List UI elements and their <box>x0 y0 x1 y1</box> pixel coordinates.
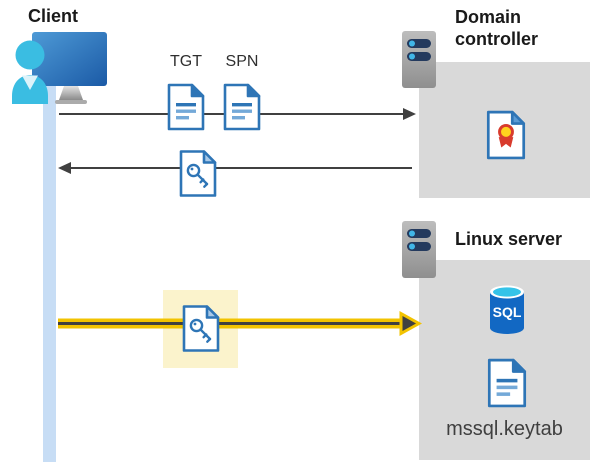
return-arrow-head <box>58 162 71 174</box>
client-lifeline <box>43 86 56 462</box>
forward-key-document-icon <box>182 305 220 352</box>
request-arrow-head <box>403 108 416 120</box>
domain-controller-server-icon <box>402 31 436 88</box>
tgt-document-icon <box>167 83 205 131</box>
keytab-label: mssql.keytab <box>446 418 563 440</box>
spn-label: SPN <box>225 53 259 70</box>
certificate-document-icon <box>486 110 526 160</box>
sql-database-icon: SQL <box>490 285 524 334</box>
key-document-icon <box>179 150 217 197</box>
sql-text: SQL <box>493 304 522 320</box>
return-arrow-line <box>71 167 412 169</box>
domain-controller-label: Domain controller <box>455 7 539 49</box>
auth-arrow <box>58 310 422 337</box>
tgt-label: TGT <box>170 53 202 70</box>
linux-server-icon <box>402 221 436 278</box>
linux-server-label: Linux server <box>455 229 563 249</box>
monitor-with-user-icon <box>12 32 107 104</box>
spn-document-icon <box>223 83 261 131</box>
keytab-document-icon <box>487 358 527 408</box>
client-label: Client <box>28 6 79 26</box>
